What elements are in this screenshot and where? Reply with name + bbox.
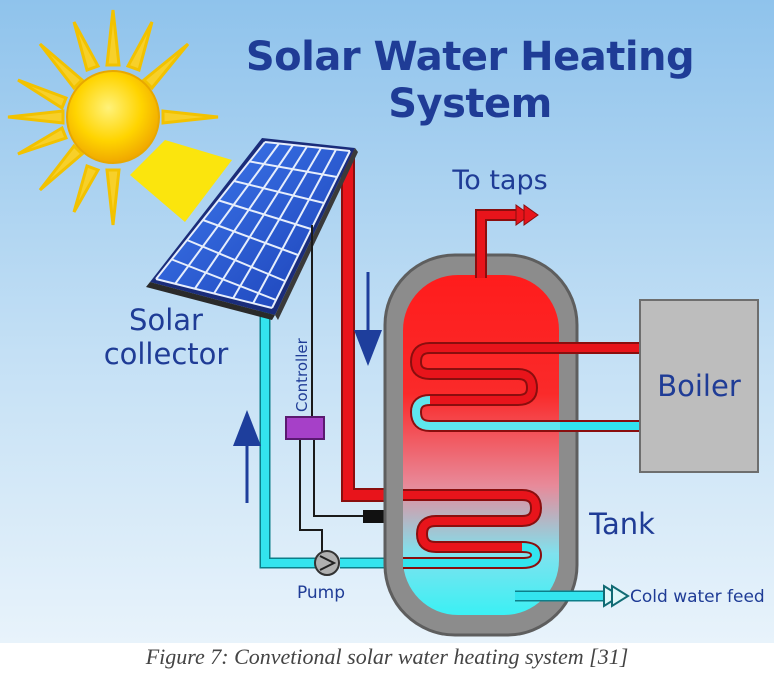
boiler-box bbox=[639, 299, 759, 473]
tank-label: Tank bbox=[588, 507, 655, 541]
valve-icon bbox=[603, 584, 630, 608]
solar-coil bbox=[403, 489, 543, 569]
controller-label: Controller bbox=[293, 337, 311, 412]
flow-down-arrow bbox=[354, 272, 382, 366]
controller-wires bbox=[299, 225, 364, 555]
diagram-title-line1: Solar Water Heating bbox=[246, 34, 694, 80]
sun-icon bbox=[7, 9, 219, 226]
flow-up-arrow bbox=[233, 410, 261, 503]
sunlight-beam bbox=[130, 140, 232, 222]
figure-caption: Figure 7: Convetional solar water heatin… bbox=[145, 644, 629, 669]
to-taps-label: To taps bbox=[451, 165, 547, 196]
temperature-sensor bbox=[363, 510, 385, 523]
cold-water-feed-label: Cold water feed bbox=[630, 587, 765, 607]
caption-background bbox=[0, 643, 774, 670]
boiler-coil bbox=[409, 342, 640, 432]
pump-icon bbox=[314, 550, 340, 576]
diagram-title-line2: System bbox=[388, 81, 552, 127]
hot-water-outlet-pipe bbox=[475, 204, 539, 278]
tank-water bbox=[403, 275, 559, 615]
pump-label: Pump bbox=[297, 583, 345, 603]
boiler-label: Boiler bbox=[657, 369, 741, 403]
solar-collector-label-line2: collector bbox=[104, 337, 229, 371]
controller-icon bbox=[285, 416, 325, 440]
solar-panel-icon bbox=[146, 138, 358, 320]
solar-collector-label-line1: Solar bbox=[129, 303, 203, 337]
